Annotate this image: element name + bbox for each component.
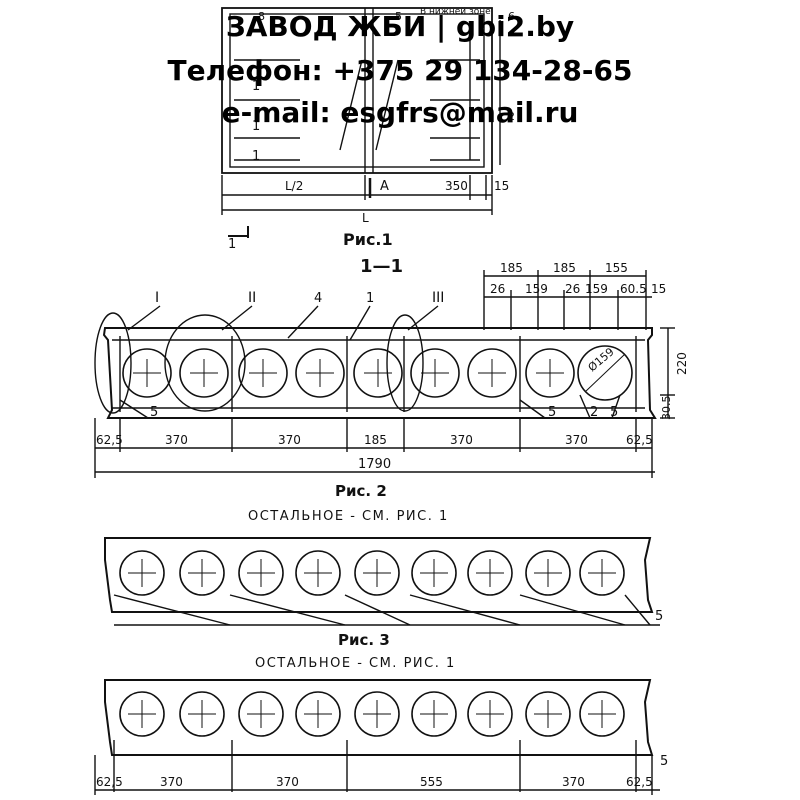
hollow-core bbox=[525, 691, 571, 737]
hollow-core bbox=[410, 348, 460, 398]
hollow-core bbox=[119, 691, 165, 737]
fig1-dim-15: 15 bbox=[494, 179, 509, 193]
fig1-overall: L bbox=[362, 211, 369, 225]
hollow-core bbox=[467, 550, 513, 596]
section-callout: 4 bbox=[314, 291, 322, 306]
fig2-label: 5 bbox=[655, 609, 663, 624]
fig1-label: 2 bbox=[508, 110, 515, 123]
fig2-slab bbox=[104, 537, 660, 626]
header-phone: Телефон: +375 29 134-28-65 bbox=[167, 54, 633, 87]
fig3-bottom-dim: 62,5 bbox=[96, 775, 123, 789]
hollow-core bbox=[467, 691, 513, 737]
fig3-bottom-dim: 370 bbox=[276, 775, 299, 789]
section-top-dim: 15 bbox=[651, 282, 666, 296]
hollow-core bbox=[525, 550, 571, 596]
fig1-label: 1 bbox=[252, 149, 260, 164]
fig3-label: 5 bbox=[660, 754, 668, 769]
hollow-core bbox=[238, 550, 284, 596]
fig1-label: 1 bbox=[252, 119, 260, 134]
hollow-core bbox=[354, 550, 400, 596]
section-bottom-label: 2 bbox=[590, 405, 598, 420]
hollow-cores bbox=[119, 345, 633, 737]
section-bottom-label: 5 bbox=[548, 405, 556, 420]
hollow-core bbox=[295, 691, 341, 737]
section-bottom-dim: 370 bbox=[278, 433, 301, 447]
section-bottom-dim: 62,5 bbox=[626, 433, 653, 447]
fig3-caption: Рис. 3 bbox=[338, 631, 390, 649]
fig1-plan bbox=[221, 7, 501, 238]
hollow-core bbox=[179, 550, 225, 596]
dimensioned-core bbox=[577, 345, 633, 401]
hollow-core bbox=[353, 348, 403, 398]
section-1-1 bbox=[94, 270, 675, 478]
fig2-note: ОСТАЛЬНОЕ - СМ. РИС. 1 bbox=[248, 509, 449, 524]
hollow-core bbox=[467, 348, 517, 398]
section-top-dim: 185 bbox=[553, 261, 576, 275]
fig1-label: 6 bbox=[508, 10, 515, 23]
hollow-core bbox=[119, 550, 165, 596]
section-overall: 1790 bbox=[358, 457, 391, 472]
hollow-core bbox=[238, 691, 284, 737]
fig1-label: 8 bbox=[258, 10, 265, 23]
fig1-marker-1: 1 bbox=[228, 237, 236, 252]
hollow-core bbox=[295, 550, 341, 596]
section-top-dim: 185 bbox=[500, 261, 523, 275]
header-company: ЗАВОД ЖБИ | gbi2.by bbox=[225, 10, 575, 43]
section-callout: I bbox=[155, 290, 159, 306]
hollow-core bbox=[411, 550, 457, 596]
hollow-core bbox=[238, 348, 288, 398]
section-top-dim: 60.5 bbox=[620, 282, 647, 296]
section-callout: III bbox=[432, 290, 444, 306]
diameter-line bbox=[584, 353, 626, 393]
hollow-core bbox=[295, 348, 345, 398]
hollow-core bbox=[122, 348, 172, 398]
hollow-core bbox=[179, 348, 229, 398]
hollow-core bbox=[411, 691, 457, 737]
section-bottom-dim: 370 bbox=[565, 433, 588, 447]
fig3-bottom-dim: 370 bbox=[160, 775, 183, 789]
section-callout: II bbox=[248, 290, 256, 306]
fig1-dim-350: 350 bbox=[445, 179, 468, 193]
section-bottom-label: 5 bbox=[610, 405, 618, 420]
section-bottom-dim: 370 bbox=[165, 433, 188, 447]
header-email: e-mail: esgfrs@mail.ru bbox=[221, 96, 579, 129]
fig3-bottom-dim: 555 bbox=[420, 775, 443, 789]
section-right-dim: 220 bbox=[675, 352, 689, 375]
fig1-label: 1 bbox=[252, 79, 260, 94]
fig1-zone-note: В нижней зоне bbox=[420, 7, 491, 17]
section-top-dim: 26 bbox=[490, 282, 505, 296]
section-top-dim: 26 bbox=[565, 282, 580, 296]
fig3-bottom-dim: 370 bbox=[562, 775, 585, 789]
hollow-core bbox=[579, 691, 625, 737]
fig1-caption: Рис.1 bbox=[343, 230, 393, 249]
hollow-core bbox=[579, 550, 625, 596]
section-top-dim: 159 bbox=[585, 282, 608, 296]
fig3-bottom-dim: 62,5 bbox=[626, 775, 653, 789]
hollow-core bbox=[525, 348, 575, 398]
section-title: 1—1 bbox=[360, 256, 403, 277]
hollow-core bbox=[354, 691, 400, 737]
fig3-slab bbox=[94, 679, 660, 795]
section-bottom-label: 5 bbox=[150, 405, 158, 420]
section-bottom-dim: 185 bbox=[364, 433, 387, 447]
section-callout: 1 bbox=[366, 291, 374, 306]
fig2-caption: Рис. 2 bbox=[335, 482, 387, 500]
fig3-note: ОСТАЛЬНОЕ - СМ. РИС. 1 bbox=[255, 656, 456, 671]
fig1-dim-half: L/2 bbox=[285, 179, 303, 193]
section-bottom-dim: 62,5 bbox=[96, 433, 123, 447]
section-right-dim: 30.5 bbox=[660, 396, 673, 421]
fig1-marker-a: A bbox=[380, 179, 389, 194]
section-top-dim: 159 bbox=[525, 282, 548, 296]
hollow-core bbox=[179, 691, 225, 737]
section-top-dim: 155 bbox=[605, 261, 628, 275]
fig1-label: 5 bbox=[395, 10, 402, 23]
section-bottom-dim: 370 bbox=[450, 433, 473, 447]
